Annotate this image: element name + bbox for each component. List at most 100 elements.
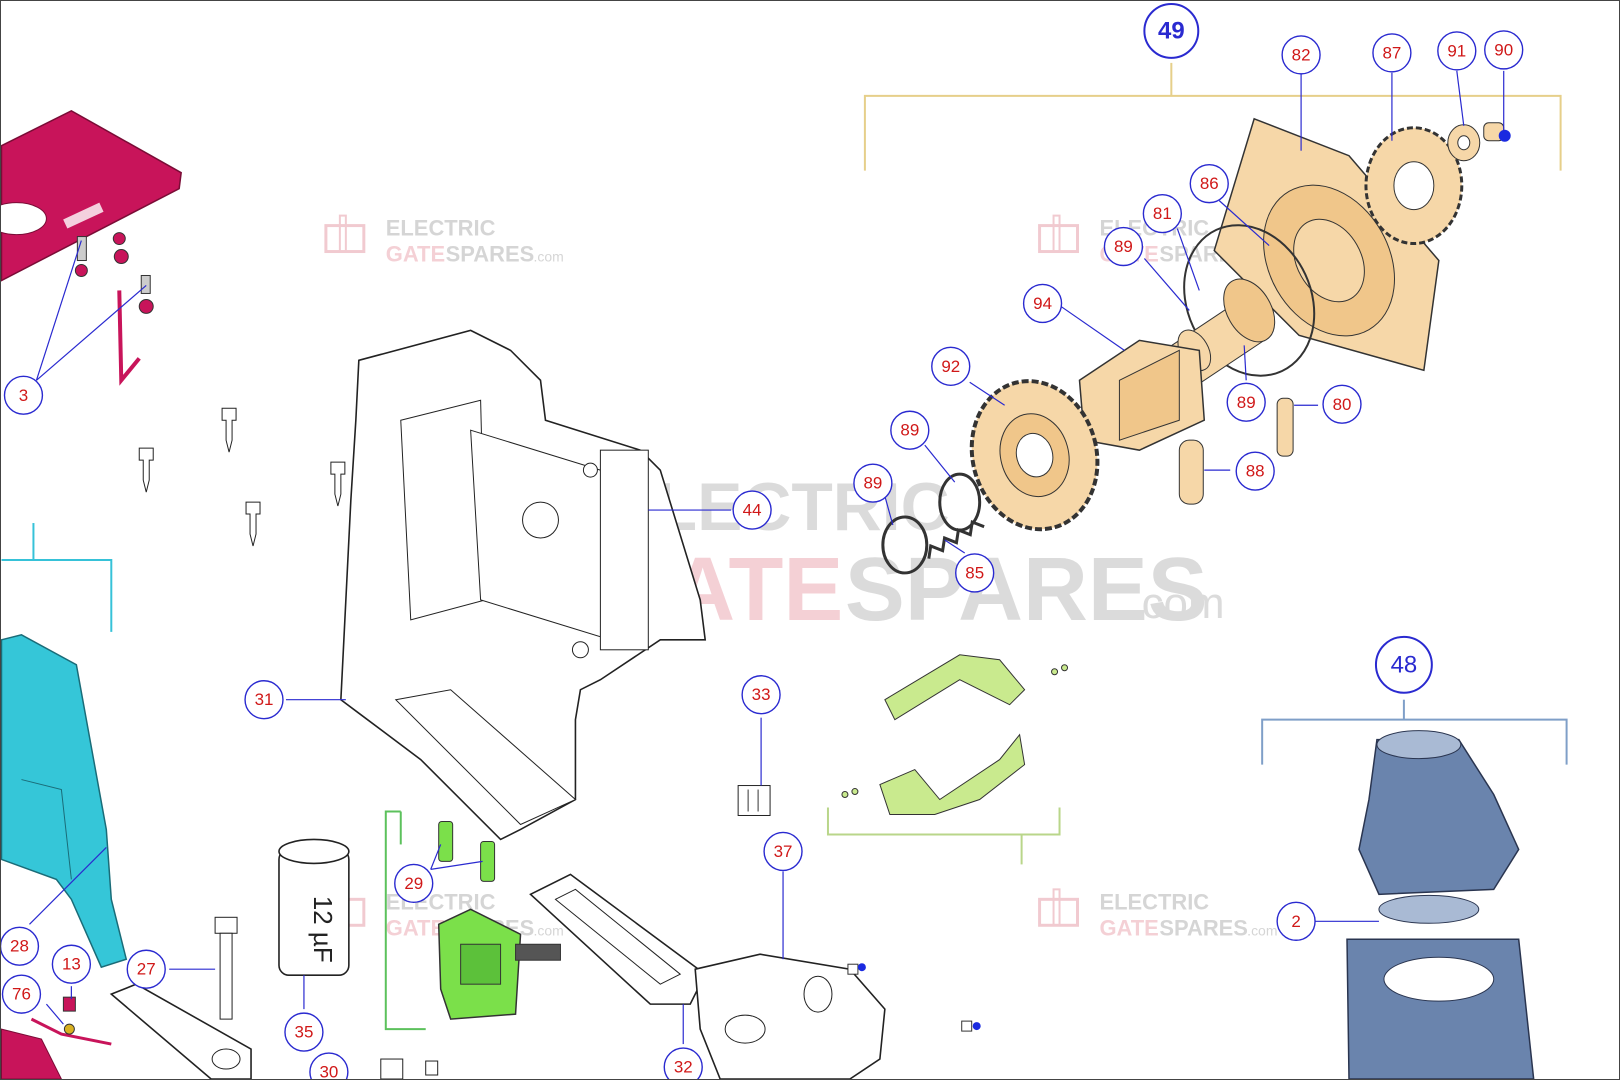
limit-clip-upper-part xyxy=(884,654,1069,721)
key-88-part xyxy=(1178,439,1204,505)
callout-90-label: 90 xyxy=(1494,40,1513,59)
callout-91-label: 91 xyxy=(1447,41,1466,60)
callout-92[interactable]: 92 xyxy=(931,346,971,386)
small-screws-part xyxy=(380,963,981,1079)
callout-31[interactable]: 31 xyxy=(244,680,284,720)
capacitor-label: 12 µF xyxy=(308,896,336,963)
base-strip-part xyxy=(1,996,112,1079)
callout-3[interactable]: 3 xyxy=(3,375,44,415)
motor-group-bracket xyxy=(1261,699,1568,765)
callout-86[interactable]: 86 xyxy=(1189,163,1229,204)
callout-30-label: 30 xyxy=(319,1063,338,1080)
callout-37[interactable]: 37 xyxy=(763,831,803,872)
gear-87-part xyxy=(1364,126,1464,246)
callout-87-label: 87 xyxy=(1382,43,1401,62)
callout-91[interactable]: 91 xyxy=(1437,31,1477,71)
side-cover-part xyxy=(1,634,128,969)
callout-30[interactable]: 30 xyxy=(309,1052,349,1080)
watermark-small-4: ELECTRIC GATE SPARES .com xyxy=(1038,888,1277,940)
group-label-48-text: 48 xyxy=(1391,651,1418,678)
callout-27-label: 27 xyxy=(137,960,156,979)
watermark-small-4-suffix: .com xyxy=(1247,922,1277,938)
callout-82-label: 82 xyxy=(1292,45,1311,64)
callout-89-upper-label: 89 xyxy=(1114,237,1133,256)
top-cover-part xyxy=(1,109,182,282)
gear-92-part xyxy=(969,379,1100,532)
callout-32-label: 32 xyxy=(674,1058,693,1077)
callout-35[interactable]: 35 xyxy=(284,1012,324,1052)
cover-screws-part xyxy=(74,232,154,386)
motor-bracket-part xyxy=(437,820,561,1020)
watermark-small-1: ELECTRIC GATE SPARES .com xyxy=(324,214,564,267)
watermark-suffix: .com xyxy=(1129,579,1224,628)
left-group-bracket xyxy=(1,523,113,632)
callout-2-label: 2 xyxy=(1291,912,1300,931)
callout-76-label: 76 xyxy=(12,985,31,1004)
callout-32[interactable]: 32 xyxy=(663,1047,703,1080)
callout-29[interactable]: 29 xyxy=(394,863,434,904)
callout-89-mid[interactable]: 89 xyxy=(890,410,930,450)
main-housing-part xyxy=(340,329,707,841)
motor-48-part xyxy=(1346,730,1535,1079)
gear-housing-plate-part xyxy=(1213,117,1440,372)
o-ring-81-part xyxy=(1183,224,1316,377)
callout-89-right[interactable]: 89 xyxy=(1226,382,1266,422)
bolt-27-part xyxy=(214,916,238,1020)
group-label-49[interactable]: 49 xyxy=(1143,2,1200,59)
bottom-cover-37-part xyxy=(694,953,886,1079)
watermark-small-4-gate: GATE xyxy=(1099,915,1158,940)
callout-81-label: 81 xyxy=(1153,204,1172,223)
watermark-small-3-gate: GATE xyxy=(386,915,445,940)
pin-80-part xyxy=(1276,397,1294,457)
callout-85[interactable]: 85 xyxy=(955,553,995,593)
callout-90[interactable]: 90 xyxy=(1484,30,1524,70)
callout-33[interactable]: 33 xyxy=(741,675,781,715)
callout-35-label: 35 xyxy=(295,1023,314,1042)
callout-76[interactable]: 76 xyxy=(1,974,42,1014)
watermark-small-1-gate: GATE xyxy=(386,242,445,267)
capacitor-35-part: 12 µF xyxy=(278,838,350,976)
callout-3-label: 3 xyxy=(19,386,28,405)
callout-89-upper[interactable]: 89 xyxy=(1103,226,1144,267)
callout-80-label: 80 xyxy=(1333,395,1352,414)
callout-87[interactable]: 87 xyxy=(1372,33,1412,73)
callout-29-label: 29 xyxy=(404,874,423,893)
callout-31-label: 31 xyxy=(255,690,274,709)
callout-33-label: 33 xyxy=(752,685,771,704)
callout-80[interactable]: 80 xyxy=(1322,384,1362,424)
callout-89-lower[interactable]: 89 xyxy=(853,463,893,503)
callout-28-label: 28 xyxy=(10,937,29,956)
connector-33-part xyxy=(737,785,771,816)
watermark-small-1-line1: ELECTRIC xyxy=(386,216,496,241)
callout-86-label: 86 xyxy=(1200,174,1219,193)
limit-clip-lower-part xyxy=(841,733,1026,815)
callout-44-label: 44 xyxy=(743,501,762,520)
callout-85-label: 85 xyxy=(965,563,984,582)
group-label-49-text: 49 xyxy=(1158,17,1185,44)
callout-94[interactable]: 94 xyxy=(1022,283,1063,324)
callout-89-lower-label: 89 xyxy=(863,474,882,493)
callout-44[interactable]: 44 xyxy=(732,490,772,530)
gear-group-bracket xyxy=(863,62,1562,171)
callout-28[interactable]: 28 xyxy=(1,926,40,966)
callout-81[interactable]: 81 xyxy=(1142,193,1183,234)
watermark-small-4-line1: ELECTRIC xyxy=(1099,889,1209,914)
motor-bracket-group-bracket xyxy=(384,810,426,1031)
watermark-small-1-spares: SPARES xyxy=(446,242,535,267)
callout-13[interactable]: 13 xyxy=(51,944,92,984)
callout-89-mid-label: 89 xyxy=(900,421,919,440)
leader-lines xyxy=(29,70,1505,1045)
group-label-48[interactable]: 48 xyxy=(1374,635,1433,694)
callout-2[interactable]: 2 xyxy=(1276,901,1316,941)
watermark-small-3-suffix: .com xyxy=(534,922,564,938)
watermark-line2-spares: SPARES xyxy=(845,540,1208,640)
clutch-94-part xyxy=(1078,339,1206,451)
cap-90-part xyxy=(1483,122,1511,142)
watermark-small-1-suffix: .com xyxy=(534,249,564,265)
callout-92-label: 92 xyxy=(941,357,960,376)
callout-88[interactable]: 88 xyxy=(1235,451,1275,491)
callout-82[interactable]: 82 xyxy=(1281,35,1321,75)
callout-27[interactable]: 27 xyxy=(126,949,166,989)
gasket-32-part xyxy=(529,873,707,1005)
